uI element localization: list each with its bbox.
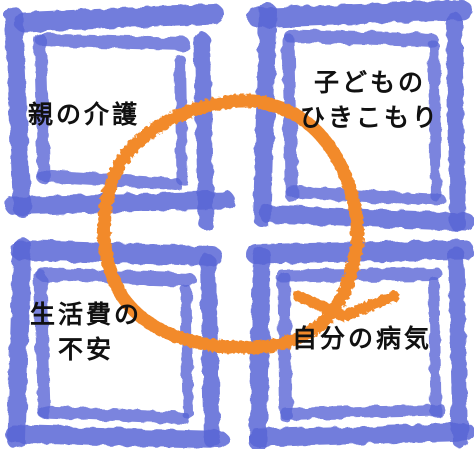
frame-stroke xyxy=(428,40,442,202)
frame-stroke xyxy=(280,404,446,420)
frame-stroke xyxy=(275,267,443,283)
frame-stroke xyxy=(180,284,194,420)
label-living-cost-anxiety: 生活費の 不安 xyxy=(30,298,142,367)
label-line: 生活費の xyxy=(30,300,143,329)
frame-top-left xyxy=(5,4,235,230)
frame-stroke xyxy=(428,276,442,418)
frame-stroke xyxy=(35,33,191,51)
label-line: 自分の病気 xyxy=(292,324,433,353)
frame-stroke xyxy=(446,12,466,232)
label-own-illness: 自分の病気 xyxy=(292,322,432,357)
frame-stroke xyxy=(14,4,224,32)
label-child-withdrawal: 子どもの ひきこもり xyxy=(300,66,440,135)
frame-stroke xyxy=(38,406,190,424)
frame-stroke xyxy=(253,3,277,227)
frame-stroke xyxy=(194,32,214,230)
frame-stroke xyxy=(7,237,31,449)
frame-stroke xyxy=(283,29,439,47)
frame-stroke xyxy=(5,425,229,449)
frame-stroke xyxy=(33,33,51,185)
label-line: 親の介護 xyxy=(28,100,141,129)
frame-stroke xyxy=(10,240,222,266)
frame-stroke xyxy=(249,423,474,447)
frame-stroke xyxy=(5,7,31,217)
cycle-arrowhead xyxy=(292,290,400,322)
label-line: 子どもの xyxy=(314,68,427,97)
cycle-loop xyxy=(97,94,364,354)
frame-stroke xyxy=(248,0,472,28)
frame-stroke xyxy=(5,191,235,215)
frame-stroke xyxy=(259,205,474,231)
frame-stroke xyxy=(448,246,468,448)
frame-bottom-left xyxy=(5,237,229,449)
frame-stroke xyxy=(286,186,446,206)
frame-stroke xyxy=(33,269,51,419)
label-parent-care: 親の介護 xyxy=(28,98,140,133)
label-line: 不安 xyxy=(58,334,115,364)
cycle-arrow xyxy=(97,94,400,354)
label-line: ひきこもり xyxy=(300,102,441,132)
